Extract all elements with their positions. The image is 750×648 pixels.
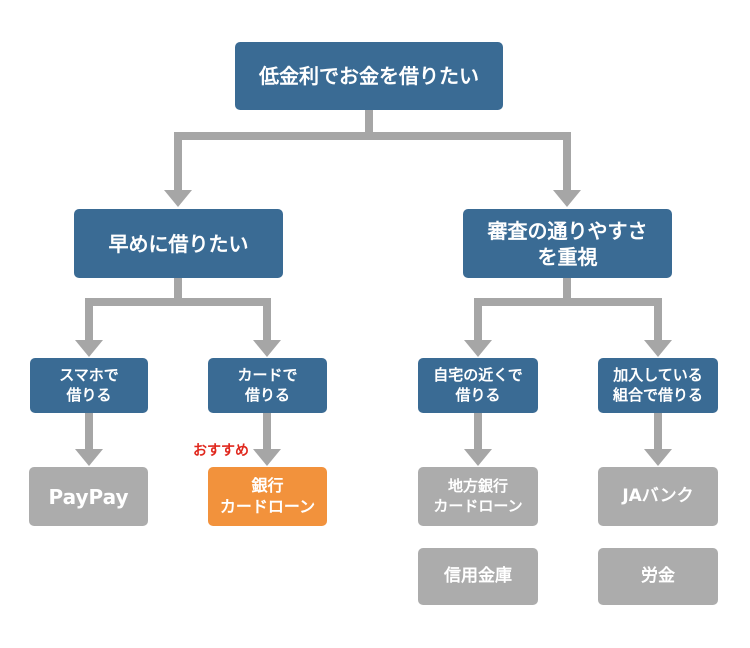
arrow-down-icon bbox=[253, 340, 281, 357]
node-label-line2: 借りる bbox=[244, 385, 290, 404]
node-borrow-near-home: 自宅の近くで 借りる bbox=[418, 358, 538, 413]
node-borrow-union: 加入している 組合で借りる bbox=[598, 358, 718, 413]
node-label-line2: 借りる bbox=[66, 385, 112, 404]
node-label: 低金利でお金を借りたい bbox=[259, 64, 479, 88]
node-borrow-quickly: 早めに借りたい bbox=[74, 209, 283, 278]
node-label-line1: 自宅の近くで bbox=[433, 366, 523, 384]
arrow-down-icon bbox=[644, 449, 672, 466]
node-label: 労金 bbox=[641, 566, 675, 587]
arrow-down-icon bbox=[644, 340, 672, 357]
node-label-line2: カードローン bbox=[433, 496, 523, 515]
node-label-line2: カードローン bbox=[219, 496, 316, 516]
node-label-line1: 地方銀行 bbox=[447, 477, 508, 495]
node-label-line1: カードで bbox=[237, 366, 298, 384]
node-label: 信用金庫 bbox=[444, 566, 512, 587]
node-label-line2: 借りる bbox=[455, 385, 501, 404]
arrow-down-icon bbox=[75, 340, 103, 357]
leaf-paypay: PayPay bbox=[29, 467, 148, 526]
arrow-down-icon bbox=[253, 449, 281, 466]
root-split-connector bbox=[164, 110, 581, 207]
arrow-down-icon bbox=[164, 190, 192, 207]
recommended-badge: おすすめ bbox=[193, 443, 249, 459]
node-label: 早めに借りたい bbox=[108, 231, 249, 256]
node-easy-screening: 審査の通りやすさ を重視 bbox=[463, 209, 672, 278]
node-borrow-smartphone: スマホで 借りる bbox=[30, 358, 148, 413]
node-label: JAバンク bbox=[622, 486, 694, 507]
node-label-line1: 銀行 bbox=[251, 475, 284, 495]
arrow-down-icon bbox=[553, 190, 581, 207]
leaf-connectors bbox=[75, 413, 672, 466]
arrow-down-icon bbox=[464, 449, 492, 466]
screening-split-connector bbox=[464, 278, 672, 357]
node-borrow-card: カードで 借りる bbox=[208, 358, 327, 413]
node-label-line1: 審査の通りやすさ bbox=[487, 218, 648, 243]
node-label-line1: スマホで bbox=[59, 366, 119, 384]
leaf-ja-bank: JAバンク bbox=[598, 467, 718, 526]
leaf-rokin-bank: 労金 bbox=[598, 548, 718, 605]
leaf-regional-bank-cardloan: 地方銀行 カードローン bbox=[418, 467, 538, 526]
node-root-low-interest: 低金利でお金を借りたい bbox=[235, 42, 503, 110]
leaf-shinkin-bank: 信用金庫 bbox=[418, 548, 538, 605]
leaf-bank-cardloan: 銀行 カードローン bbox=[208, 467, 327, 526]
node-label-line2: 組合で借りる bbox=[612, 385, 703, 404]
node-label-line1: 加入している bbox=[613, 366, 703, 384]
speed-split-connector bbox=[75, 278, 281, 357]
arrow-down-icon bbox=[75, 449, 103, 466]
node-label: PayPay bbox=[48, 484, 129, 509]
node-label-line2: を重視 bbox=[537, 244, 598, 269]
arrow-down-icon bbox=[464, 340, 492, 357]
